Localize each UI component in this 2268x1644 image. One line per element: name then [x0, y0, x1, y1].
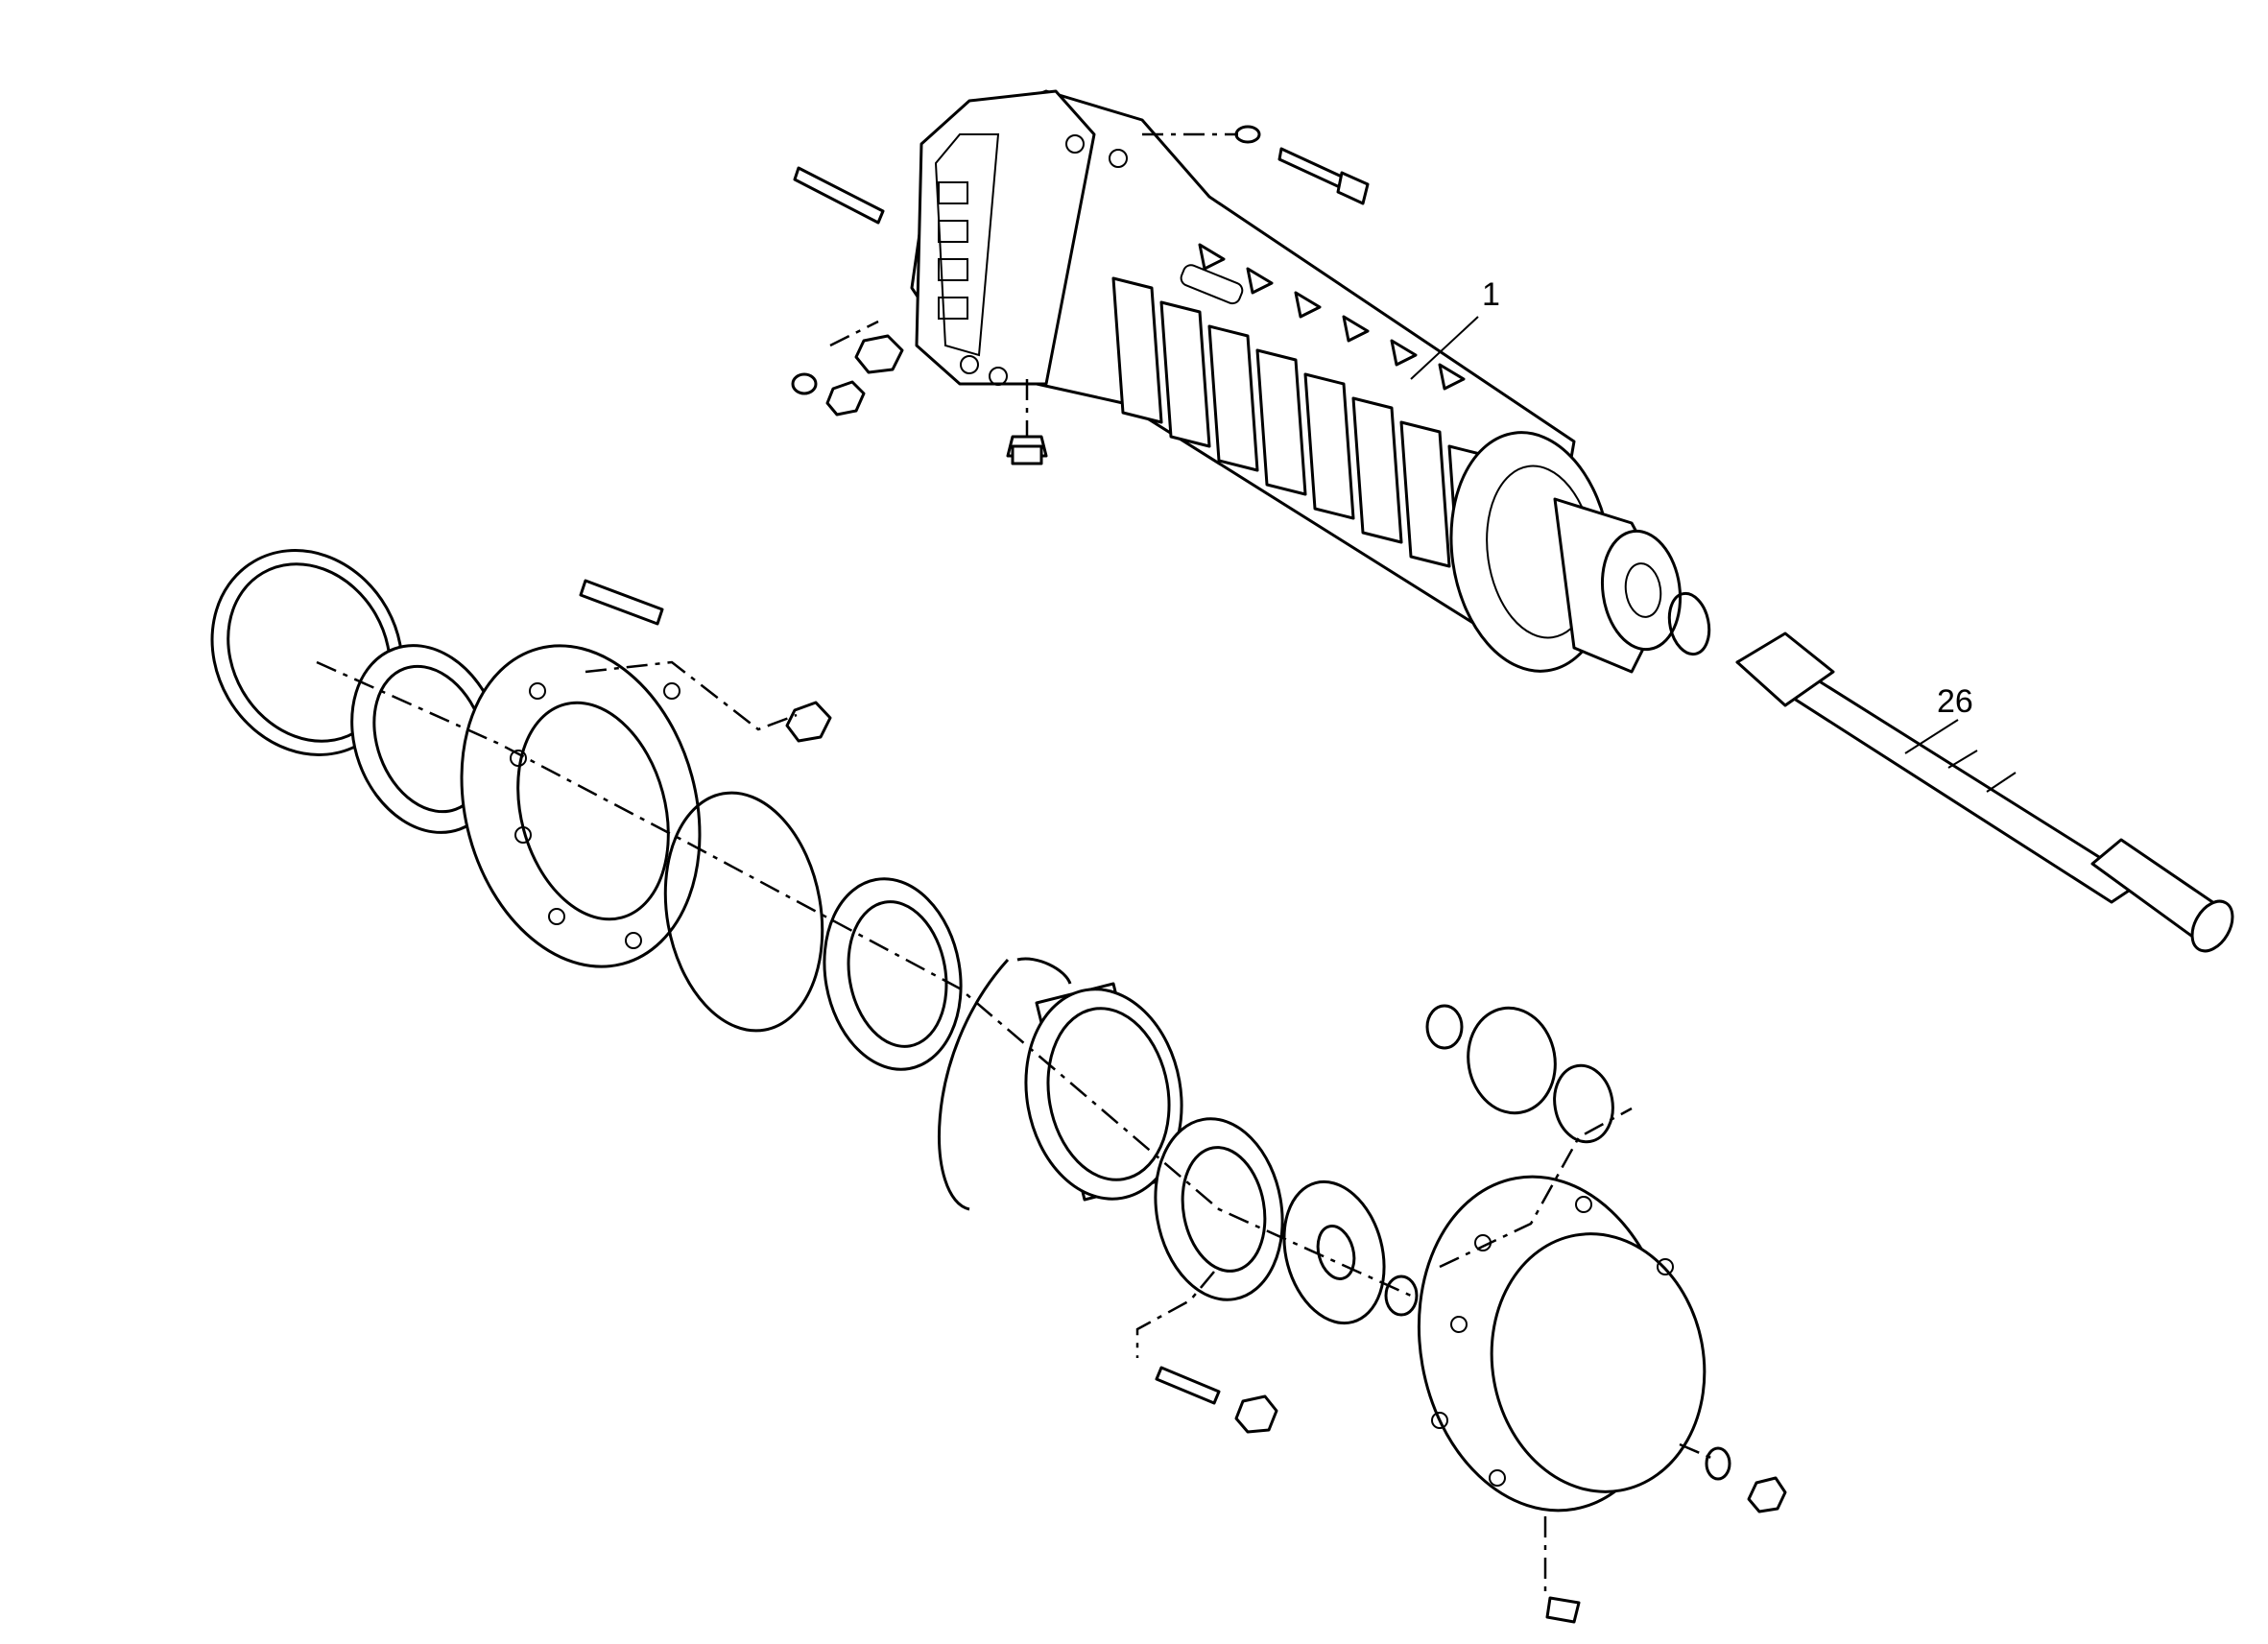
inner-bearing[interactable] [810, 868, 976, 1080]
axle-shaft[interactable] [1664, 590, 2241, 959]
housing-ribs [1198, 243, 1466, 391]
thrust-plate[interactable] [1269, 1171, 1398, 1335]
leader-line-1 [1410, 316, 1479, 380]
wheel-hub[interactable] [427, 619, 734, 994]
flange-slots [938, 181, 968, 320]
housing-hardware[interactable] [791, 125, 1370, 465]
hub-cover[interactable] [1394, 1156, 1725, 1531]
thrust-washer[interactable] [1384, 1275, 1419, 1317]
retaining-ring[interactable] [938, 957, 1072, 1211]
planet-gears[interactable] [1425, 1001, 1618, 1147]
axle-housing[interactable] [910, 89, 1687, 681]
ring-gear[interactable] [1010, 977, 1198, 1211]
assembly-centerline [316, 660, 1412, 1298]
callout-26: 26 [1937, 683, 1973, 720]
flange-bolt-holes [960, 134, 1128, 386]
hub-stud-and-nut[interactable] [579, 579, 832, 743]
o-ring[interactable] [648, 780, 841, 1043]
housing-fins [1111, 276, 1499, 592]
cover-hardware[interactable] [1155, 1366, 1787, 1624]
leader-line-26 [1904, 719, 1959, 754]
callout-1: 1 [1482, 276, 1500, 313]
